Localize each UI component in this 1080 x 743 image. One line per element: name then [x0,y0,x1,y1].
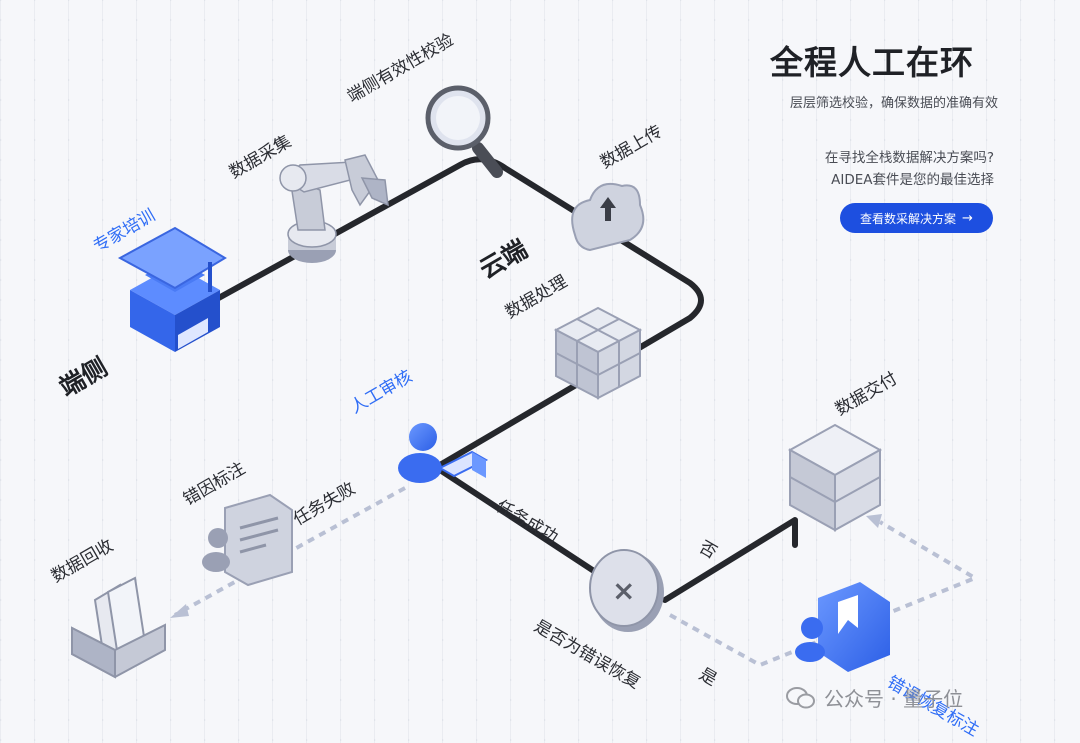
inbox-tray-icon [71,576,166,679]
flow-path-no [662,517,798,603]
server-icon [787,423,883,532]
page-subtitle: 层层筛选校验，确保数据的准确有效 [789,96,998,111]
bookmark-card-icon [795,582,890,672]
watermark-text: 公众号 · 量子位 [824,687,964,711]
watermark: 公众号 · 量子位 [786,683,963,712]
arrow-right-icon: → [962,210,973,226]
cloud-upload-icon [571,182,645,252]
reviewer-laptop-icon [398,423,489,483]
graduation-cap-icon [117,226,227,352]
error-document-icon [202,493,293,587]
error-decision-icon: × [589,549,664,632]
wechat-icon [786,686,815,708]
solution-cta-button[interactable]: 查看数采解决方案 → [840,203,993,233]
arrow-head-recovery [170,604,189,618]
flow-path-main [212,156,704,578]
arrow-head-delivery [866,514,882,528]
promo-line-2: AIDEA套件是您的最佳选择 [831,172,994,188]
promo-line-1: 在寻找全栈数据解决方案吗? [824,150,994,166]
cube-cluster-icon [553,306,643,400]
flow-path-yes [669,520,980,668]
page-title: 全程人工在环 [770,43,974,82]
magnifier-icon [425,85,503,178]
svg-text:×: × [612,574,635,607]
cta-label: 查看数采解决方案 [860,211,957,226]
robot-arm-icon [279,154,389,263]
